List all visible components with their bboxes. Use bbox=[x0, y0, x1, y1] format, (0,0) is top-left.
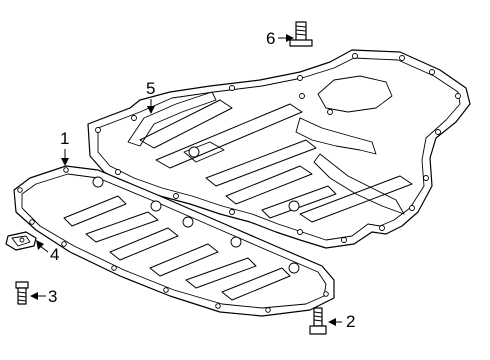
callout-4: 4 bbox=[36, 240, 59, 264]
svg-text:2: 2 bbox=[346, 312, 355, 331]
svg-text:1: 1 bbox=[60, 129, 69, 148]
callout-1: 1 bbox=[60, 129, 69, 166]
callout-6: 6 bbox=[266, 29, 294, 48]
svg-text:6: 6 bbox=[266, 29, 275, 48]
front-shield bbox=[13, 165, 335, 317]
callout-3: 3 bbox=[30, 287, 57, 306]
svg-text:5: 5 bbox=[146, 79, 155, 98]
clip-nut bbox=[5, 231, 37, 251]
bolt-top bbox=[289, 21, 313, 47]
svg-text:4: 4 bbox=[50, 245, 59, 264]
rear-shield bbox=[87, 49, 471, 249]
bolt-lower-right bbox=[309, 307, 327, 335]
svg-text:3: 3 bbox=[48, 287, 57, 306]
callout-5: 5 bbox=[146, 79, 155, 114]
callout-2: 2 bbox=[328, 312, 355, 331]
bolt-lower-left bbox=[15, 281, 29, 305]
